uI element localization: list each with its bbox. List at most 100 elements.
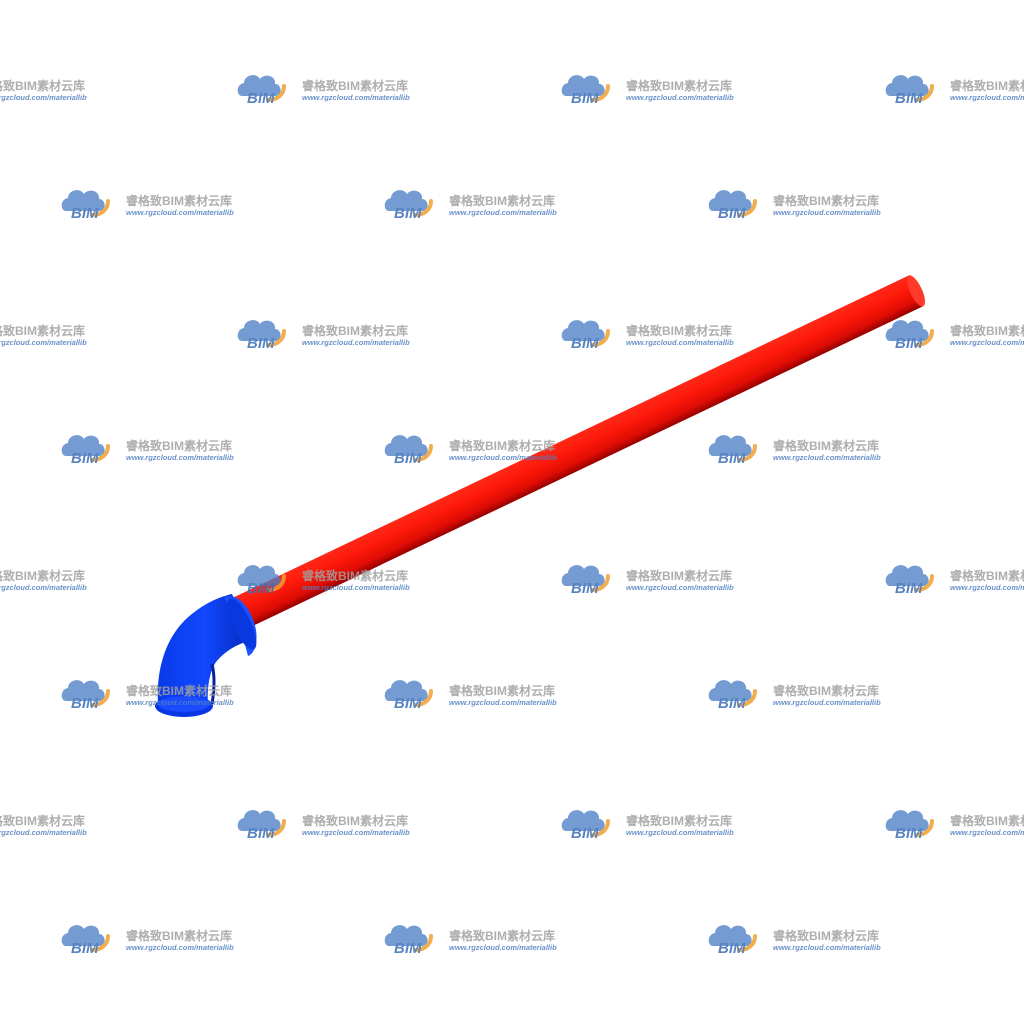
watermark-bim-text: BIM <box>71 450 99 467</box>
watermark-bim-text: BIM <box>394 450 422 467</box>
watermark-bim-text: BIM <box>71 205 99 222</box>
watermark-url: www.rgzcloud.com/materiallib <box>950 93 1024 102</box>
blue-elbow-fitting <box>155 594 257 717</box>
watermark-bim-text: BIM <box>394 205 422 222</box>
watermark-url: www.rgzcloud.com/materiallib <box>302 583 410 592</box>
watermark-url: www.rgzcloud.com/materiallib <box>302 828 410 837</box>
watermark-name: 睿格致BIM素材云库 <box>302 568 408 583</box>
watermark-bim-text: BIM <box>718 940 746 957</box>
watermark: BIM睿格致BIM素材云库www.rgzcloud.com/materialli… <box>235 73 410 107</box>
watermark-name: 睿格致BIM素材云库 <box>302 323 408 338</box>
watermark-url: www.rgzcloud.com/materiallib <box>950 828 1024 837</box>
watermark-url: www.rgzcloud.com/materiallib <box>126 453 234 462</box>
watermark-url: www.rgzcloud.com/materiallib <box>626 583 734 592</box>
watermark-name: 睿格致BIM素材云库 <box>950 568 1024 583</box>
watermark-url: www.rgzcloud.com/materiallib <box>626 93 734 102</box>
watermark-url: www.rgzcloud.com/materiallib <box>773 698 881 707</box>
watermark-url: www.rgzcloud.com/materiallib <box>126 208 234 217</box>
watermark-url: www.rgzcloud.com/materiallib <box>126 943 234 952</box>
watermark-name: 睿格致BIM素材云库 <box>950 323 1024 338</box>
watermark-name: 睿格致BIM素材云库 <box>0 568 85 583</box>
watermark: BIM 睿格致BIM素材云库www.rgzcloud.com/materialli… <box>883 563 1024 597</box>
red-pipe <box>222 275 926 634</box>
watermark: BIM睿格致BIM素材云库www.rgzcloud.com/materialli… <box>0 323 87 347</box>
watermark-name: 睿格致BIM素材云库 <box>626 323 732 338</box>
watermark: BIM 睿格致BIM素材云库www.rgzcloud.com/materialli… <box>706 923 881 957</box>
watermark-bim-text: BIM <box>571 335 599 352</box>
watermark: BIM睿格致BIM素材云库www.rgzcloud.com/materialli… <box>706 678 881 712</box>
watermark-url: www.rgzcloud.com/materiallib <box>449 453 557 462</box>
watermark-bim-text: BIM <box>71 695 99 712</box>
watermark: BIM睿格致BIM素材云库www.rgzcloud.com/materialli… <box>559 808 734 842</box>
watermark-url: www.rgzcloud.com/materiallib <box>126 698 234 707</box>
watermark-bim-text: BIM <box>895 90 923 107</box>
watermark-name: 睿格致BIM素材云库 <box>950 78 1024 93</box>
watermark-bim-text: BIM <box>571 580 599 597</box>
watermark-bim-text: BIM <box>71 940 99 957</box>
watermark: BIM睿格致BIM素材云库www.rgzcloud.com/materialli… <box>382 678 557 712</box>
watermark: BIM 睿格致BIM素材云库www.rgzcloud.com/materialli… <box>883 73 1024 107</box>
watermark-bim-text: BIM <box>895 825 923 842</box>
watermark-name: 睿格致BIM素材云库 <box>773 928 879 943</box>
watermark: BIM 睿格致BIM素材云库www.rgzcloud.com/materialli… <box>883 318 1024 352</box>
watermark-name: 睿格致BIM素材云库 <box>0 323 85 338</box>
watermark-name: 睿格致BIM素材云库 <box>126 683 232 698</box>
watermark-bim-text: BIM <box>394 695 422 712</box>
watermark-name: 睿格致BIM素材云库 <box>449 438 555 453</box>
watermark: BIM 睿格致BIM素材云库www.rgzcloud.com/materialli… <box>559 318 734 352</box>
watermark: BIM睿格致BIM素材云库www.rgzcloud.com/materialli… <box>382 923 557 957</box>
watermark: BIM睿格致BIM素材云库www.rgzcloud.com/materialli… <box>235 318 410 352</box>
watermark-name: 睿格致BIM素材云库 <box>126 928 232 943</box>
watermark-name: 睿格致BIM素材云库 <box>773 193 879 208</box>
watermark: BIM 睿格致BIM素材云库www.rgzcloud.com/materialli… <box>235 563 410 597</box>
watermark: BIM睿格致BIM素材云库www.rgzcloud.com/materialli… <box>0 813 87 837</box>
watermark-name: 睿格致BIM素材云库 <box>773 438 879 453</box>
watermark-name: 睿格致BIM素材云库 <box>626 568 732 583</box>
watermark-url: www.rgzcloud.com/materiallib <box>0 93 87 102</box>
watermark-url: www.rgzcloud.com/materiallib <box>302 338 410 347</box>
watermark-url: www.rgzcloud.com/materiallib <box>449 208 557 217</box>
watermark: BIM 睿格致BIM素材云库www.rgzcloud.com/materialli… <box>235 808 410 842</box>
watermark-name: 睿格致BIM素材云库 <box>126 193 232 208</box>
watermark-name: 睿格致BIM素材云库 <box>950 813 1024 828</box>
watermark: BIM 睿格致BIM素材云库www.rgzcloud.com/materialli… <box>559 563 734 597</box>
watermark-url: www.rgzcloud.com/materiallib <box>773 943 881 952</box>
watermark-bim-text: BIM <box>394 940 422 957</box>
watermark-url: www.rgzcloud.com/materiallib <box>773 208 881 217</box>
watermark: BIM 睿格致BIM素材云库www.rgzcloud.com/materialli… <box>59 923 234 957</box>
watermark: BIM 睿格致BIM素材云库www.rgzcloud.com/materialli… <box>706 433 881 467</box>
watermark: BIM 睿格致BIM素材云库www.rgzcloud.com/materialli… <box>382 188 557 222</box>
watermark-bim-text: BIM <box>571 90 599 107</box>
watermark: BIM 睿格致BIM素材云库www.rgzcloud.com/materialli… <box>382 433 557 467</box>
watermark-url: www.rgzcloud.com/materiallib <box>950 338 1024 347</box>
watermark-bim-text: BIM <box>718 450 746 467</box>
watermark-url: www.rgzcloud.com/materiallib <box>449 698 557 707</box>
watermark-bim-text: BIM <box>895 335 923 352</box>
watermark-bim-text: BIM <box>247 580 275 597</box>
watermark: BIM睿格致BIM素材云库www.rgzcloud.com/materialli… <box>559 73 734 107</box>
watermark-url: www.rgzcloud.com/materiallib <box>449 943 557 952</box>
watermark: BIM 睿格致BIM素材云库www.rgzcloud.com/materialli… <box>59 188 234 222</box>
watermark: BIM 睿格致BIM素材云库www.rgzcloud.com/materialli… <box>59 678 234 712</box>
watermark-bim-text: BIM <box>718 205 746 222</box>
watermark-url: www.rgzcloud.com/materiallib <box>302 93 410 102</box>
watermark-name: 睿格致BIM素材云库 <box>773 683 879 698</box>
watermark-name: 睿格致BIM素材云库 <box>302 813 408 828</box>
watermark-name: 睿格致BIM素材云库 <box>126 438 232 453</box>
watermark-name: 睿格致BIM素材云库 <box>449 193 555 208</box>
watermark-name: 睿格致BIM素材云库 <box>0 78 85 93</box>
watermark: BIM睿格致BIM素材云库www.rgzcloud.com/materialli… <box>0 78 87 102</box>
watermark-url: www.rgzcloud.com/materiallib <box>0 338 87 347</box>
watermark-bim-text: BIM <box>247 825 275 842</box>
watermark: BIM睿格致BIM素材云库www.rgzcloud.com/materialli… <box>0 568 87 592</box>
watermark-url: www.rgzcloud.com/materiallib <box>626 828 734 837</box>
watermark: BIM 睿格致BIM素材云库www.rgzcloud.com/materialli… <box>59 433 234 467</box>
watermark-url: www.rgzcloud.com/materiallib <box>0 828 87 837</box>
watermark-url: www.rgzcloud.com/materiallib <box>773 453 881 462</box>
watermark-name: 睿格致BIM素材云库 <box>626 813 732 828</box>
watermark: BIM 睿格致BIM素材云库www.rgzcloud.com/materialli… <box>883 808 1024 842</box>
watermark-bim-text: BIM <box>895 580 923 597</box>
watermark-url: www.rgzcloud.com/materiallib <box>950 583 1024 592</box>
watermark-url: www.rgzcloud.com/materiallib <box>626 338 734 347</box>
